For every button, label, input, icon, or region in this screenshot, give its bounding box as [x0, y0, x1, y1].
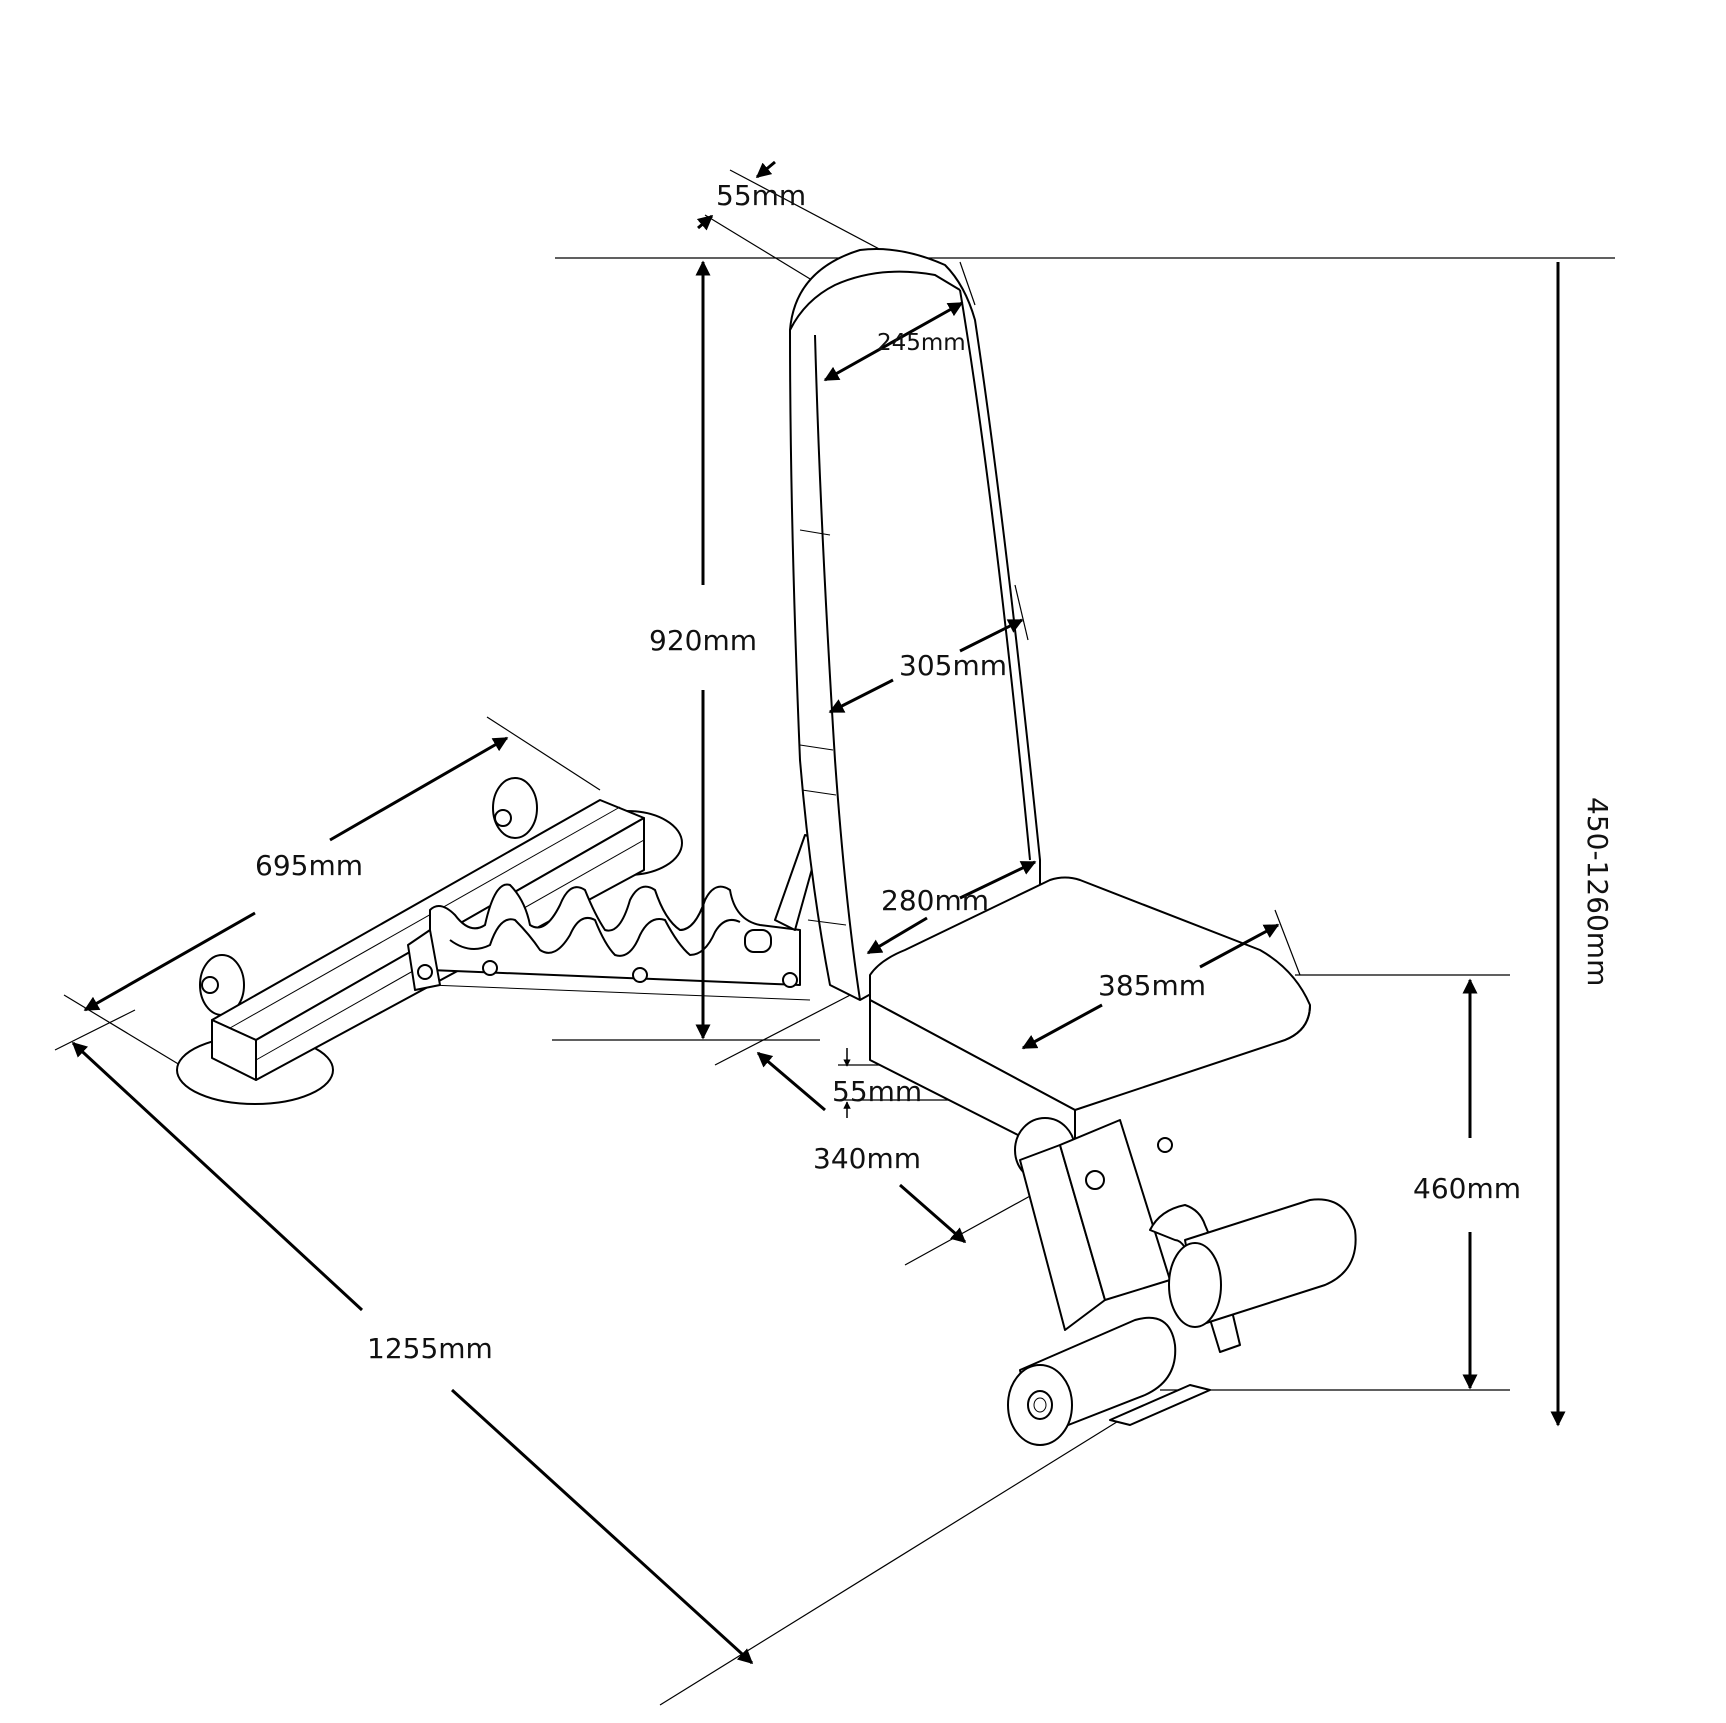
- label-seat-thickness: 55mm: [832, 1075, 922, 1108]
- label-backrest-bottom-width: 280mm: [881, 884, 989, 917]
- dimension-labels: 55mm 245mm 920mm 305mm 280mm 695mm 385mm…: [255, 179, 1614, 1365]
- label-total-length: 1255mm: [367, 1332, 493, 1365]
- label-front-base-length: 695mm: [255, 849, 363, 882]
- backrest-pad: [789, 248, 1041, 1001]
- label-seat-height: 460mm: [1413, 1172, 1521, 1205]
- dimension-arrows: [71, 160, 1566, 1665]
- label-backrest-width: 305mm: [899, 649, 1007, 682]
- front-wheel: [492, 777, 538, 839]
- label-total-height-range: 450-1260mm: [1581, 797, 1614, 986]
- adjustment-ladder: [407, 883, 811, 1001]
- label-seat-width: 340mm: [813, 1142, 921, 1175]
- label-seat-depth: 385mm: [1098, 969, 1206, 1002]
- leg-rollers: [1007, 1198, 1357, 1446]
- label-backrest-thickness: 55mm: [716, 179, 806, 212]
- label-backrest-height: 920mm: [649, 624, 757, 657]
- bench-drawing: [176, 248, 1357, 1446]
- label-backrest-top-width: 245mm: [877, 330, 966, 356]
